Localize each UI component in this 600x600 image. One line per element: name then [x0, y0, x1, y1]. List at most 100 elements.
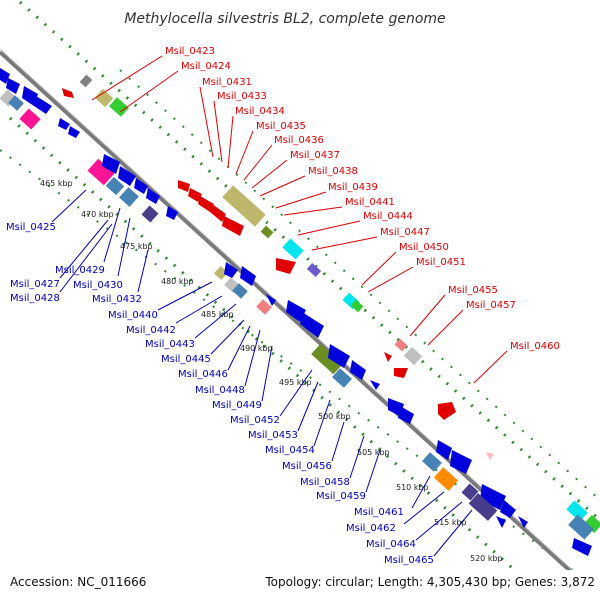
gene-feature[interactable]	[450, 450, 472, 474]
gene-feature[interactable]	[328, 344, 350, 368]
gene-feature[interactable]	[141, 205, 159, 223]
gene-feature[interactable]	[79, 74, 93, 88]
gene-feature[interactable]	[350, 299, 364, 313]
gene-label[interactable]: Msil_0430	[73, 280, 123, 291]
gene-feature[interactable]	[398, 406, 414, 424]
gene-feature[interactable]	[461, 483, 479, 501]
gene-feature[interactable]	[518, 516, 528, 528]
gene-feature[interactable]	[394, 368, 408, 378]
gene-feature[interactable]	[394, 338, 408, 352]
gene-feature[interactable]	[68, 126, 80, 138]
gene-label[interactable]: Msil_0447	[380, 227, 430, 238]
gene-feature[interactable]	[433, 467, 459, 491]
gene-label[interactable]: Msil_0459	[316, 491, 366, 502]
gene-label[interactable]: Msil_0452	[230, 415, 280, 426]
gene-label[interactable]: Msil_0435	[256, 121, 306, 132]
gene-label[interactable]: Msil_0451	[416, 257, 466, 268]
gene-feature[interactable]	[19, 108, 41, 130]
gene-label[interactable]: Msil_0453	[248, 430, 298, 441]
gene-label[interactable]: Msil_0445	[161, 354, 211, 365]
gene-feature[interactable]	[105, 176, 125, 196]
gene-feature[interactable]	[102, 154, 120, 174]
gene-feature[interactable]	[166, 206, 178, 220]
gene-feature[interactable]	[22, 86, 38, 106]
gene-feature[interactable]	[222, 185, 266, 227]
gene-feature[interactable]	[94, 88, 114, 108]
gene-feature[interactable]	[198, 196, 214, 212]
gene-feature[interactable]	[266, 294, 276, 306]
gene-feature[interactable]	[232, 283, 248, 299]
gene-feature[interactable]	[286, 300, 306, 322]
gene-label[interactable]: Msil_0425	[6, 222, 56, 233]
gene-label[interactable]: Msil_0443	[145, 339, 195, 350]
gene-feature[interactable]	[34, 96, 52, 114]
gene-feature[interactable]	[256, 299, 272, 315]
gene-label[interactable]: Msil_0427	[10, 279, 60, 290]
gene-label[interactable]: Msil_0464	[366, 539, 416, 550]
gene-label[interactable]: Msil_0465	[384, 555, 434, 566]
gene-label[interactable]: Msil_0439	[328, 182, 378, 193]
gene-label[interactable]: Msil_0432	[92, 294, 142, 305]
gene-label[interactable]: Msil_0441	[345, 197, 395, 208]
gene-label[interactable]: Msil_0450	[399, 242, 449, 253]
gene-label[interactable]: Msil_0446	[178, 369, 228, 380]
gene-feature[interactable]	[350, 360, 366, 380]
gene-feature[interactable]	[62, 88, 74, 98]
gene-label[interactable]: Msil_0455	[448, 285, 498, 296]
gene-feature[interactable]	[572, 538, 592, 556]
gene-label[interactable]: Msil_0444	[363, 211, 413, 222]
gene-label[interactable]: Msil_0428	[10, 293, 60, 304]
gene-feature[interactable]	[311, 343, 343, 375]
gene-label[interactable]: Msil_0458	[300, 477, 350, 488]
gene-feature[interactable]	[210, 204, 226, 222]
gene-label[interactable]: Msil_0423	[165, 46, 215, 57]
gene-feature[interactable]	[306, 263, 322, 277]
gene-feature[interactable]	[58, 118, 70, 130]
gene-feature[interactable]	[213, 265, 229, 281]
gene-label[interactable]: Msil_0461	[354, 507, 404, 518]
gene-feature[interactable]	[118, 166, 136, 186]
gene-feature[interactable]	[496, 516, 506, 528]
gene-feature[interactable]	[422, 452, 442, 472]
gene-label[interactable]: Msil_0440	[108, 310, 158, 321]
gene-feature[interactable]	[134, 178, 148, 194]
gene-feature[interactable]	[6, 78, 20, 94]
gene-feature[interactable]	[178, 180, 190, 192]
gene-feature[interactable]	[276, 258, 296, 274]
gene-feature[interactable]	[282, 238, 304, 260]
gene-feature[interactable]	[300, 312, 324, 338]
gene-feature[interactable]	[0, 68, 10, 84]
gene-feature[interactable]	[87, 158, 115, 186]
gene-feature[interactable]	[438, 402, 456, 420]
gene-feature[interactable]	[500, 500, 516, 518]
gene-label[interactable]: Msil_0431	[202, 77, 252, 88]
gene-feature[interactable]	[188, 188, 202, 202]
gene-feature[interactable]	[119, 187, 139, 207]
gene-feature[interactable]	[566, 500, 588, 522]
gene-label[interactable]: Msil_0448	[195, 385, 245, 396]
gene-feature[interactable]	[370, 380, 380, 390]
gene-feature[interactable]	[260, 225, 274, 239]
gene-label[interactable]: Msil_0460	[510, 341, 560, 352]
gene-label[interactable]: Msil_0449	[212, 400, 262, 411]
gene-label[interactable]: Msil_0454	[265, 445, 315, 456]
gene-feature[interactable]	[403, 346, 423, 366]
gene-label[interactable]: Msil_0462	[346, 523, 396, 534]
gene-label[interactable]: Msil_0457	[466, 300, 516, 311]
gene-feature[interactable]	[224, 262, 238, 278]
gene-feature[interactable]	[486, 452, 494, 460]
gene-feature[interactable]	[109, 97, 129, 117]
gene-label[interactable]: Msil_0456	[282, 461, 332, 472]
gene-label[interactable]: Msil_0437	[290, 150, 340, 161]
gene-feature[interactable]	[146, 188, 160, 204]
gene-feature[interactable]	[583, 514, 600, 534]
gene-feature[interactable]	[384, 352, 392, 362]
gene-feature[interactable]	[332, 368, 352, 388]
gene-label[interactable]: Msil_0433	[217, 91, 267, 102]
gene-label[interactable]: Msil_0434	[235, 106, 285, 117]
gene-feature[interactable]	[222, 216, 244, 236]
gene-label[interactable]: Msil_0438	[308, 166, 358, 177]
gene-feature[interactable]	[436, 440, 452, 460]
gene-feature[interactable]	[568, 514, 594, 540]
gene-feature[interactable]	[8, 95, 24, 111]
